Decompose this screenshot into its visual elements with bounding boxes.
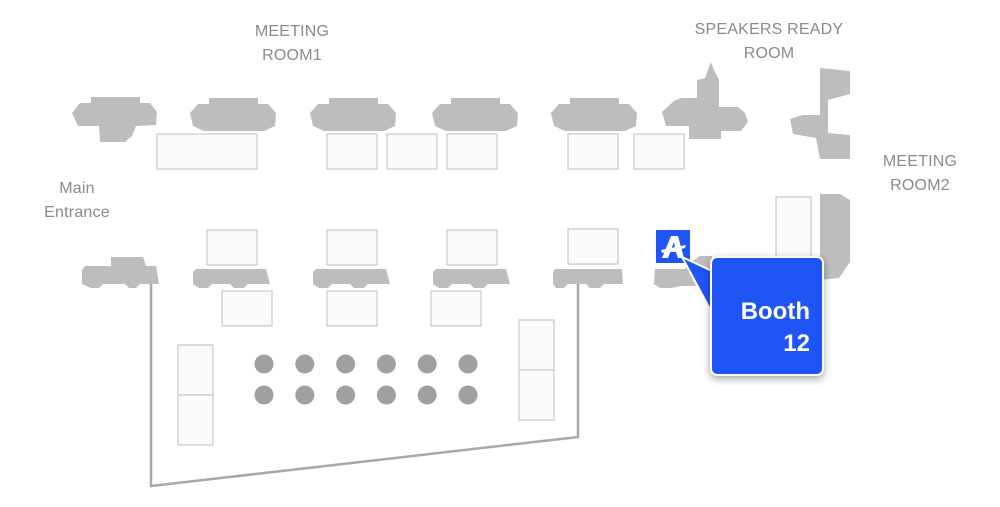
table[interactable] [326,133,378,170]
label-speakers-ready-room: SPEAKERS READY ROOM [674,18,864,66]
table[interactable] [177,344,214,396]
label-main-entrance: Main Entrance [22,177,132,225]
table[interactable] [326,290,378,327]
seat [376,385,396,405]
table[interactable] [567,133,619,170]
table[interactable] [446,133,498,170]
booth-shape-right-top[interactable] [790,68,850,159]
seat [336,385,356,405]
booth-shape-top-5[interactable] [551,98,637,131]
booth-counter-2[interactable] [193,269,270,288]
seat [458,354,478,374]
table[interactable] [386,133,438,170]
seat [336,354,356,374]
label-line: Main [59,180,95,197]
seating-grid [254,354,478,405]
callout-title: Booth [740,298,810,325]
booth-shape-speakers[interactable] [662,62,748,139]
table[interactable] [446,229,498,266]
table[interactable] [633,133,685,170]
booth-shape-top-3[interactable] [310,98,396,131]
table[interactable] [518,369,555,421]
label-line: ROOM1 [262,47,322,64]
label-line: ROOM [743,45,795,62]
callout-booth-number: 12 [783,330,810,357]
booth-shape-top-4[interactable] [432,98,518,131]
label-line: Entrance [44,204,110,221]
booth-shape-right-mid[interactable] [820,194,850,280]
label-line: ROOM2 [890,177,950,194]
booth-shape-top-2[interactable] [190,98,276,131]
label-line: MEETING [882,153,958,170]
seat [458,385,478,405]
label-line: MEETING [254,23,330,40]
booth-callout[interactable]: Booth 12 [710,256,824,376]
callout-text: Booth 12 [741,296,810,360]
booth-counter-3[interactable] [313,269,390,288]
booth-marker-icon [661,236,686,258]
seat [376,354,396,374]
table[interactable] [326,229,378,266]
label-meeting-room2: MEETING ROOM2 [860,150,980,198]
booth-shape-entrance-top[interactable] [72,97,157,142]
seat [295,385,315,405]
seat [254,354,274,374]
label-meeting-room1: MEETING ROOM1 [222,20,362,68]
table[interactable] [156,133,258,170]
table[interactable] [567,228,619,265]
booth-counter-4[interactable] [433,269,510,288]
seat [295,354,315,374]
seat [417,385,437,405]
table[interactable] [518,319,555,371]
booth-counter-entrance[interactable] [82,257,159,288]
walkway-path [149,278,580,488]
seat [417,354,437,374]
table[interactable] [206,229,258,266]
table[interactable] [430,290,482,327]
table[interactable] [221,290,273,327]
seat [254,385,274,405]
label-line: SPEAKERS READY [694,21,844,38]
booth-counter-5[interactable] [553,269,623,288]
table[interactable] [177,394,214,446]
